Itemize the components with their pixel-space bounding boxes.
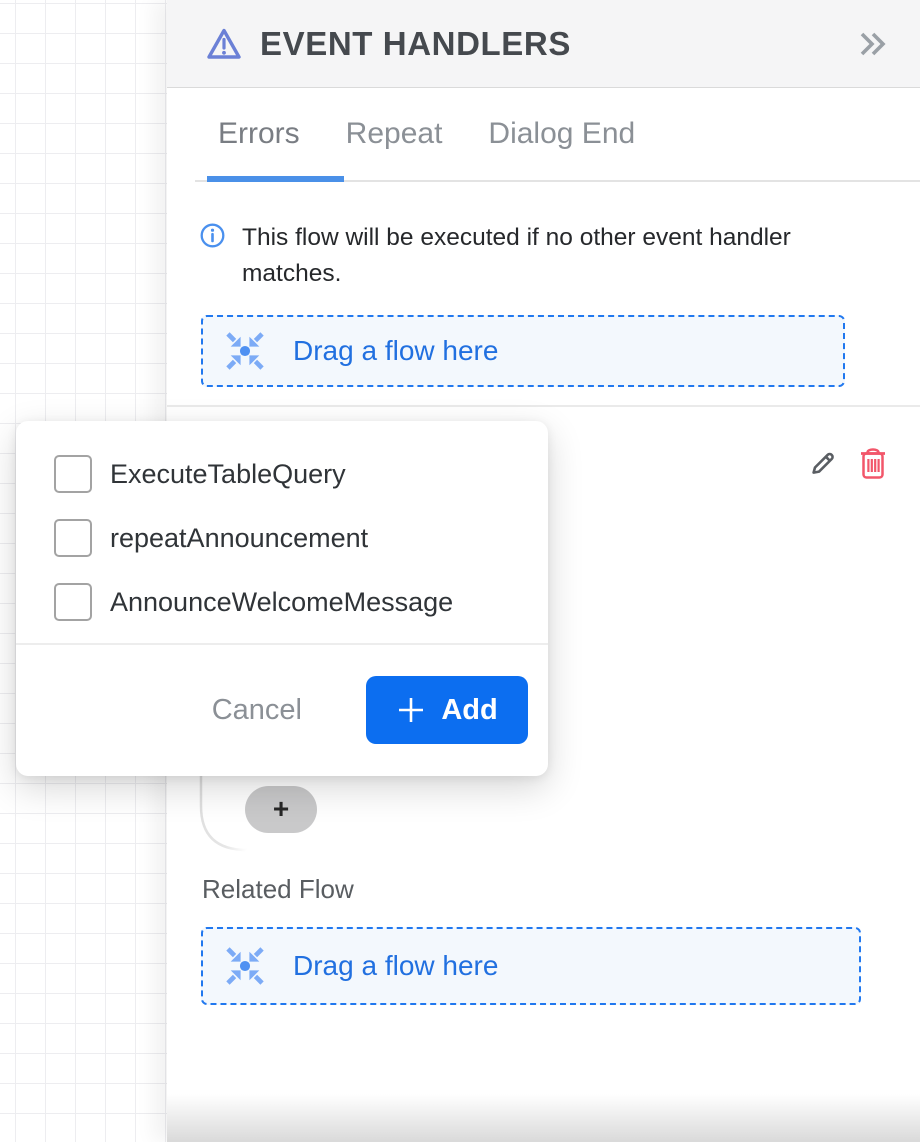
plus-icon	[399, 698, 424, 722]
flow-select-popup: ExecuteTableQuery repeatAnnouncement Ann…	[16, 421, 548, 776]
default-flow-dropzone[interactable]: Drag a flow here	[201, 315, 845, 387]
panel-title: EVENT HANDLERS	[260, 24, 571, 62]
tab-repeat[interactable]: Repeat	[345, 117, 443, 150]
pencil-icon	[812, 452, 834, 474]
flow-option-label: ExecuteTableQuery	[110, 458, 346, 489]
flow-option-label: repeatAnnouncement	[110, 522, 369, 553]
panel-bottom-scroll-shadow	[167, 1094, 920, 1142]
flow-option-row[interactable]: ExecuteTableQuery	[54, 455, 548, 493]
event-handler-tabs: Errors Repeat Dialog End	[195, 88, 920, 182]
trash-icon	[861, 448, 885, 479]
checkbox-announce-welcome-message[interactable]	[54, 583, 92, 621]
flow-option-row[interactable]: repeatAnnouncement	[54, 519, 548, 557]
flow-option-label: AnnounceWelcomeMessage	[110, 586, 454, 617]
collapse-panel-button[interactable]	[856, 30, 890, 58]
active-tab-underline	[207, 176, 344, 182]
drag-flow-icon	[226, 947, 264, 985]
add-event-handler-button[interactable]: +	[245, 786, 317, 833]
checkbox-execute-table-query[interactable]	[54, 455, 92, 493]
tab-errors[interactable]: Errors	[218, 117, 300, 150]
checkbox-repeat-announcement[interactable]	[54, 519, 92, 557]
dropzone-label: Drag a flow here	[293, 950, 499, 981]
info-banner: This flow will be executed if no other e…	[200, 220, 810, 292]
popup-footer: Cancel Add	[16, 645, 548, 744]
related-flow-dropzone[interactable]: Drag a flow here	[201, 927, 861, 1005]
add-button-label: Add	[441, 693, 498, 726]
flow-option-row[interactable]: AnnounceWelcomeMessage	[54, 583, 548, 621]
section-divider	[167, 405, 920, 407]
double-chevron-right-icon	[860, 32, 886, 55]
delete-handler-button[interactable]	[857, 445, 889, 484]
popup-divider	[16, 643, 548, 645]
cancel-button[interactable]: Cancel	[206, 693, 308, 728]
plus-icon: +	[272, 792, 290, 824]
info-text: This flow will be executed if no other e…	[242, 224, 791, 287]
panel-header: EVENT HANDLERS	[167, 0, 920, 88]
dropzone-label: Drag a flow here	[293, 335, 499, 366]
drag-flow-icon	[226, 332, 264, 370]
info-icon	[200, 223, 225, 248]
edit-handler-button[interactable]	[808, 446, 840, 481]
flow-option-list: ExecuteTableQuery repeatAnnouncement Ann…	[16, 421, 548, 621]
tab-dialog-end[interactable]: Dialog End	[488, 117, 636, 150]
warning-triangle-icon	[207, 28, 241, 59]
add-button[interactable]: Add	[366, 676, 528, 744]
related-flow-heading: Related Flow	[202, 874, 354, 904]
